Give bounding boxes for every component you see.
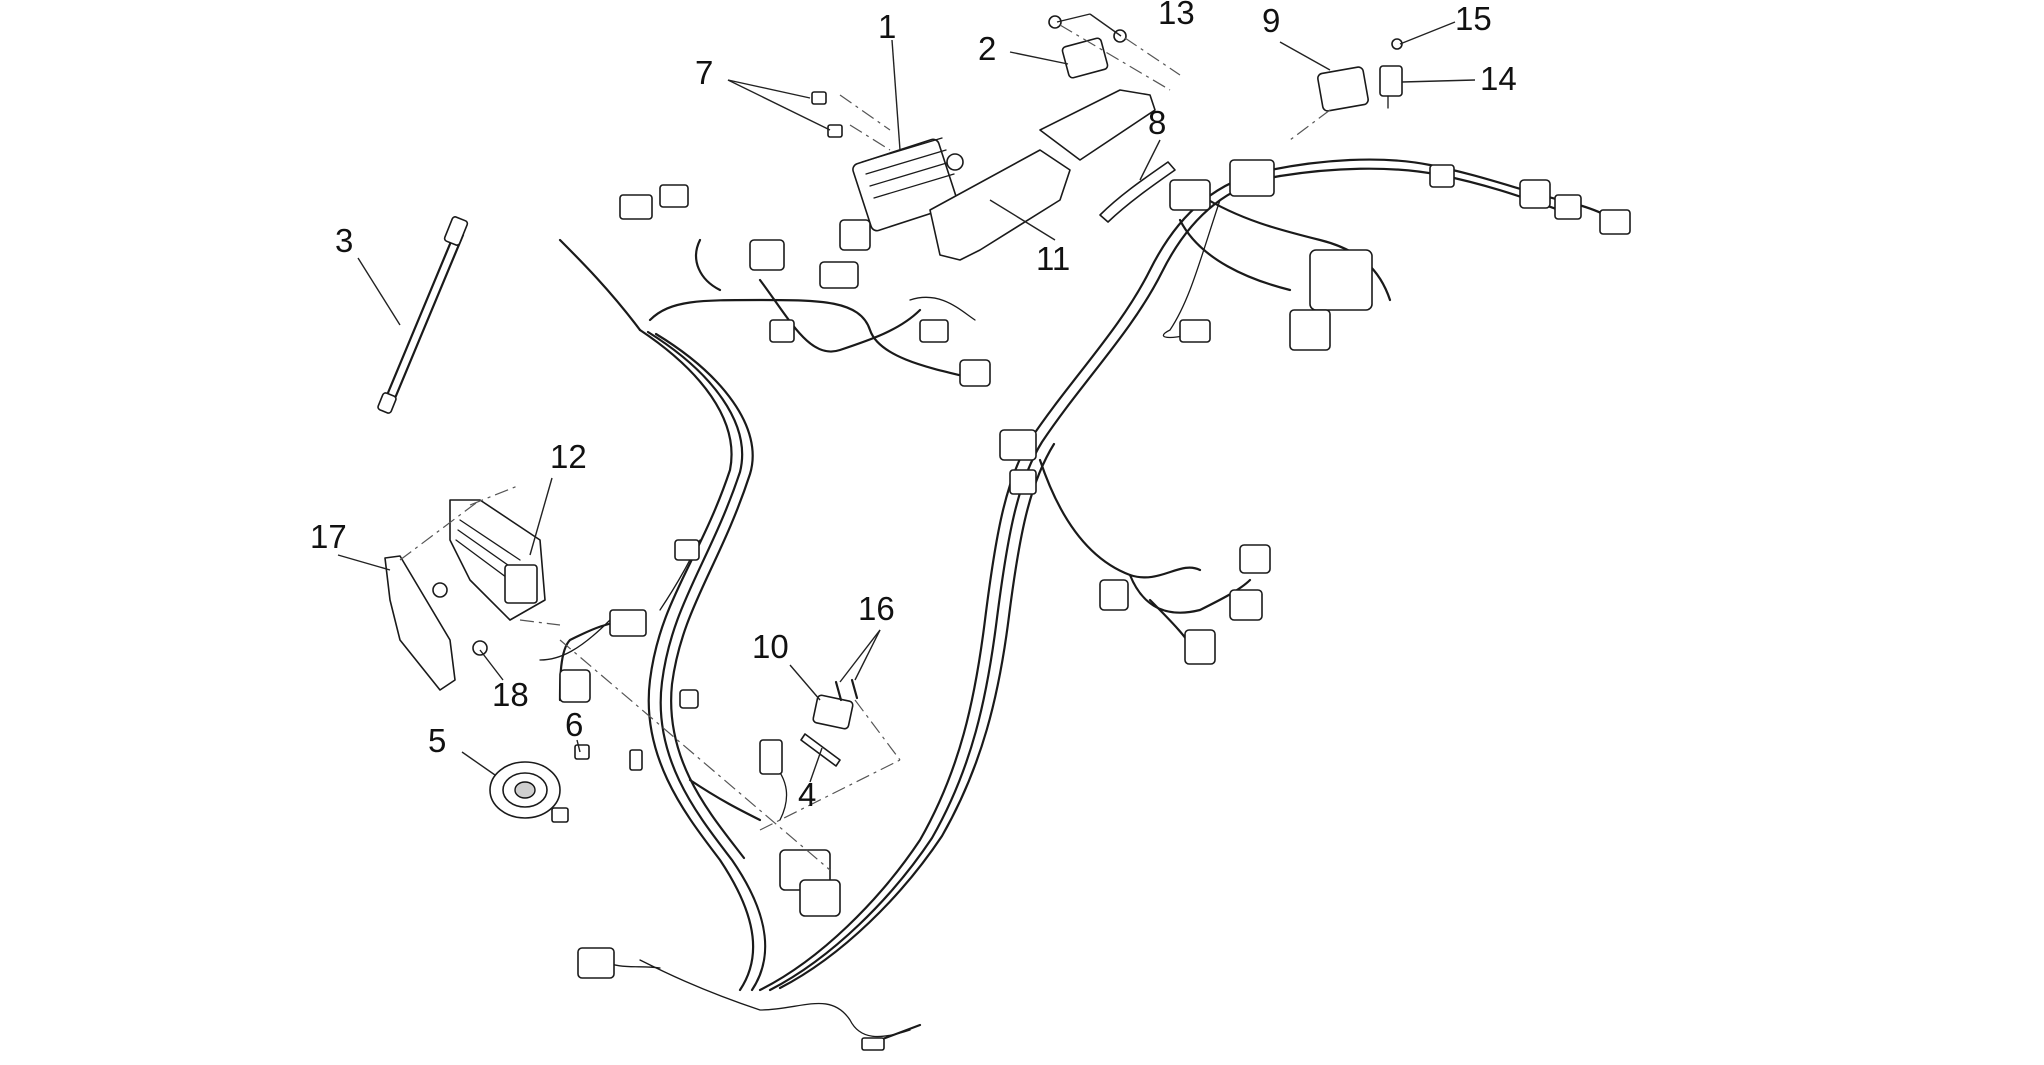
harness-connectors: [559, 159, 1631, 1051]
part-2-relay: [1061, 37, 1109, 79]
part-6-screw: [574, 744, 590, 760]
main-wiring-harness: [539, 158, 1622, 1038]
leader-lines: [337, 13, 1476, 783]
callout-12: 12: [550, 438, 587, 475]
part-15-screw: [1391, 38, 1403, 50]
callout-10: 10: [752, 628, 789, 665]
part-5-horn: [489, 761, 569, 823]
callout-5: 5: [428, 722, 446, 759]
callout-11: 11: [1036, 240, 1070, 277]
part-8-sleeve: [1099, 161, 1176, 223]
part-10-relay: [812, 694, 854, 730]
part-17-bracket: [384, 555, 456, 691]
callout-6: 6: [565, 706, 583, 743]
callout-labels: 1 2 3 4 5 6 7 8 9 10 11 12 13 14 15 16 1…: [310, 0, 1517, 813]
part-12-control-unit: [449, 499, 546, 621]
part-4-clip: [800, 733, 841, 767]
callout-8: 8: [1148, 104, 1166, 141]
part-16-screws: [834, 678, 859, 702]
callout-4: 4: [798, 776, 816, 813]
callout-1: 1: [878, 8, 896, 45]
part-13-screws: [1048, 15, 1127, 43]
assembly-lines: [399, 24, 1331, 871]
callout-18: 18: [492, 676, 529, 713]
callout-2: 2: [978, 30, 996, 67]
part-9-relay: [1317, 66, 1369, 112]
part-14-switch: [1379, 65, 1403, 109]
part-18-screws: [432, 582, 488, 656]
callout-13: 13: [1158, 0, 1195, 31]
callout-9: 9: [1262, 2, 1280, 39]
callout-14: 14: [1480, 60, 1517, 97]
part-1-regulator: [819, 137, 958, 289]
callout-7: 7: [695, 54, 713, 91]
callout-17: 17: [310, 518, 347, 555]
part-3-probe: [377, 216, 469, 414]
callout-16: 16: [858, 590, 895, 627]
callout-15: 15: [1455, 0, 1492, 37]
callout-3: 3: [335, 222, 353, 259]
part-11-bracket: [929, 89, 1156, 261]
part-7-screws: [811, 91, 843, 138]
